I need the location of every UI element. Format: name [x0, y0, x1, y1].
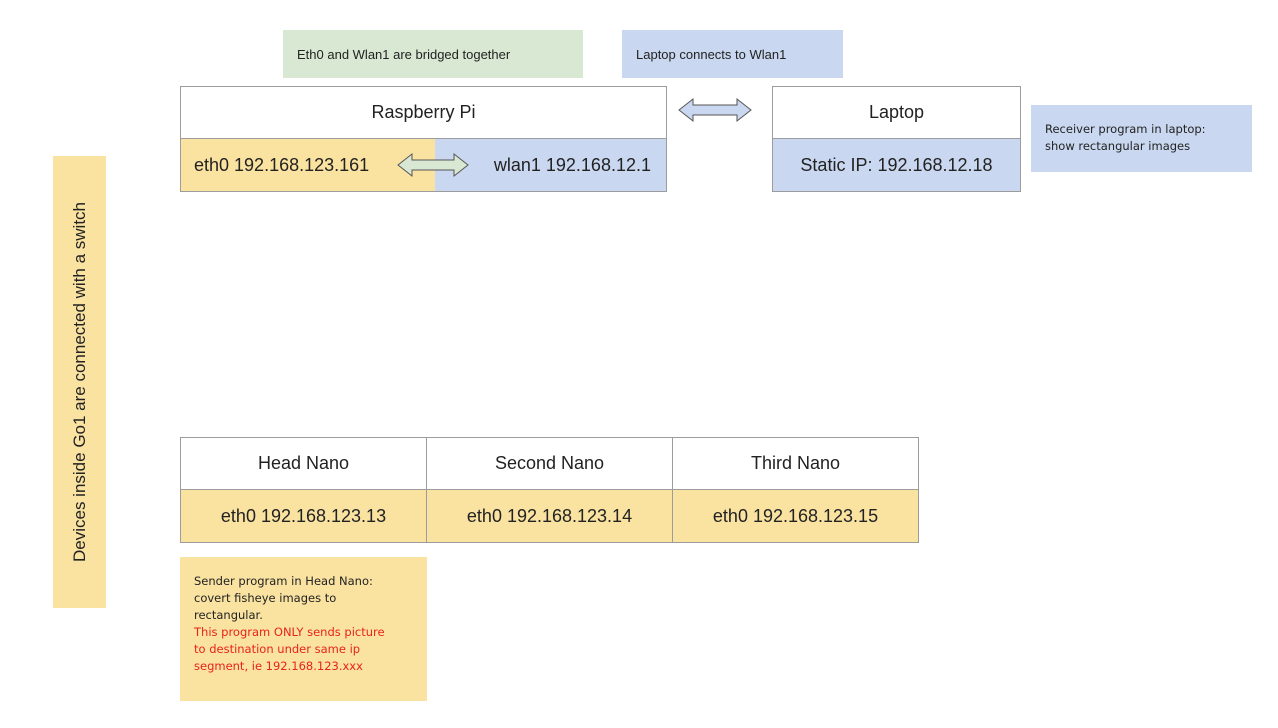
sender-note-line: rectangular.: [194, 608, 263, 622]
sender-warning-line: This program ONLY sends picture: [194, 625, 385, 639]
third-nano-ip-cell: eth0 192.168.123.15: [672, 489, 919, 543]
second-nano-title: Second Nano: [494, 453, 605, 473]
head-nano-title: Head Nano: [257, 453, 350, 473]
bridge-double-arrow-icon: [397, 152, 469, 178]
sender-warning-line: to destination under same ip: [194, 642, 361, 656]
sender-warning-line: segment, ie 192.168.123.xxx: [194, 659, 363, 673]
raspberry-pi-eth0-cell: eth0 192.168.123.161: [180, 138, 436, 192]
laptop-title-cell: Laptop: [772, 86, 1021, 139]
sender-note-line: covert fisheye images to: [194, 591, 337, 605]
sender-note-line: Sender program in Head Nano:: [194, 574, 373, 588]
laptop-ip-cell: Static IP: 192.168.12.18: [772, 138, 1021, 192]
go1-switch-note-text: Devices inside Go1 are connected with a …: [69, 201, 89, 563]
third-nano-ip: eth0 192.168.123.15: [712, 505, 879, 526]
second-nano-title-cell: Second Nano: [426, 437, 673, 490]
laptop-connect-note-text: Laptop connects to Wlan1: [636, 46, 787, 62]
raspberry-pi-wlan1: wlan1 192.168.12.1: [493, 154, 651, 175]
receiver-note-line: Receiver program in laptop:: [1045, 122, 1206, 136]
bridge-note: Eth0 and Wlan1 are bridged together: [283, 30, 583, 78]
raspberry-pi-wlan1-cell: wlan1 192.168.12.1: [435, 138, 667, 192]
second-nano-ip: eth0 192.168.123.14: [466, 505, 633, 526]
third-nano-title-cell: Third Nano: [672, 437, 919, 490]
laptop-title: Laptop: [868, 102, 925, 122]
head-nano-ip-cell: eth0 192.168.123.13: [180, 489, 427, 543]
sender-note: Sender program in Head Nano: covert fish…: [180, 557, 427, 701]
second-nano-ip-cell: eth0 192.168.123.14: [426, 489, 673, 543]
bridge-note-text: Eth0 and Wlan1 are bridged together: [297, 46, 511, 62]
head-nano-title-cell: Head Nano: [180, 437, 427, 490]
receiver-note-line: show rectangular images: [1045, 139, 1191, 153]
laptop-ip: Static IP: 192.168.12.18: [800, 154, 993, 175]
laptop-connect-note: Laptop connects to Wlan1: [622, 30, 843, 78]
raspberry-pi-title: Raspberry Pi: [371, 102, 476, 122]
go1-switch-note: Devices inside Go1 are connected with a …: [53, 156, 106, 608]
head-nano-ip: eth0 192.168.123.13: [220, 505, 387, 526]
wifi-link-double-arrow-icon: [678, 97, 752, 123]
raspberry-pi-eth0: eth0 192.168.123.161: [194, 154, 370, 175]
receiver-note: Receiver program in laptop: show rectang…: [1031, 105, 1252, 172]
third-nano-title: Third Nano: [750, 453, 841, 473]
raspberry-pi-title-cell: Raspberry Pi: [180, 86, 667, 139]
